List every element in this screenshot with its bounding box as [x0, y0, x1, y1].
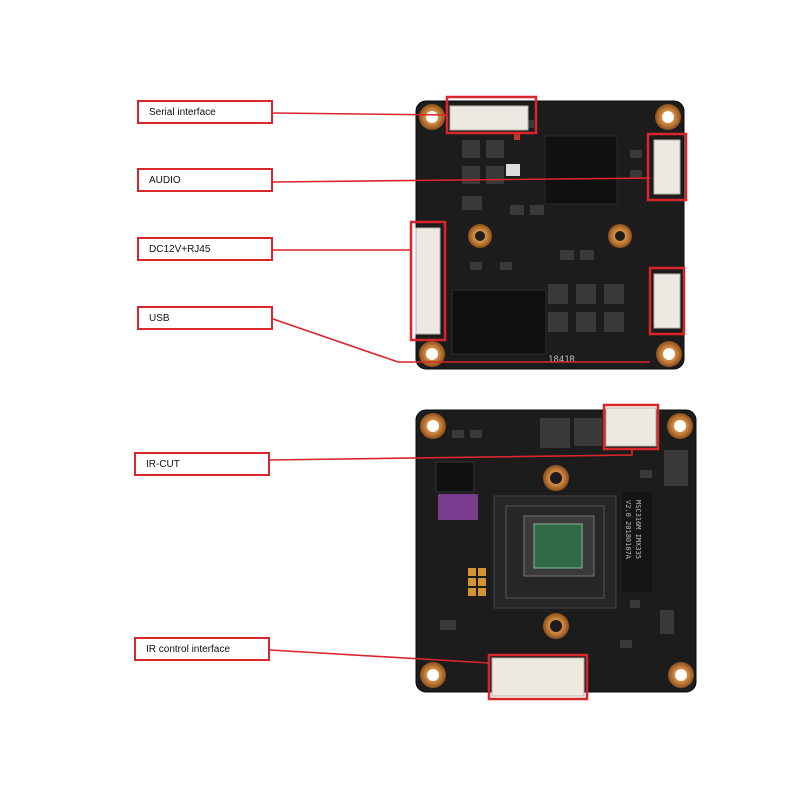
audio-label: AUDIO [137, 168, 273, 192]
ir-control-connector [491, 657, 585, 697]
audio-highlight-box [646, 132, 688, 202]
soc-chip [544, 135, 618, 205]
mounting-hole [419, 341, 445, 367]
ir-cut-connector [605, 407, 657, 447]
ir-control-leader-line [269, 649, 490, 664]
mounting-hole [655, 104, 681, 130]
dc12v-rj45-label-text: DC12V+RJ45 [149, 243, 211, 255]
board-model-silkscreen: MSC316M IMX335 [634, 500, 642, 559]
ir-control-highlight-box [487, 653, 589, 701]
board-version-silkscreen: V2.0 20180107A [624, 500, 632, 560]
ir-cut-leader-line [269, 449, 633, 461]
mounting-hole [656, 341, 682, 367]
gold-test-pads [468, 568, 486, 596]
dc-rj45-highlight-box [409, 220, 447, 342]
audio-connector [653, 139, 681, 195]
power-rj45-connector [415, 227, 441, 335]
ir-cut-label: IR-CUT [134, 452, 270, 476]
serial-interface-label: Serial interface [137, 100, 273, 124]
dc12v-rj45-label: DC12V+RJ45 [137, 237, 273, 261]
ir-cut-label-text: IR-CUT [146, 458, 180, 470]
top-board: 1841R [409, 95, 688, 370]
serial-connector [449, 105, 529, 131]
ir-control-interface-label: IR control interface [134, 637, 270, 661]
usb-label: USB [137, 306, 273, 330]
bottom-board: MSC316M IMX335 V2.0 20180107A [415, 403, 697, 701]
usb-label-text: USB [149, 312, 170, 324]
usb-connector [653, 273, 681, 329]
audio-label-text: AUDIO [149, 174, 181, 186]
ir-control-interface-label-text: IR control interface [146, 643, 230, 655]
mounting-hole [419, 104, 445, 130]
audio-leader-line [272, 177, 651, 183]
serial-interface-label-text: Serial interface [149, 106, 216, 118]
usb-highlight-box [648, 266, 686, 336]
ethernet-transformer [451, 289, 547, 355]
image-sensor-chip [533, 523, 583, 569]
ir-cut-highlight-box [602, 403, 660, 451]
purple-ic [438, 494, 478, 520]
serial-leader-line [272, 112, 448, 116]
usb-leader-line [272, 318, 650, 363]
board-code-silkscreen: 1841R [548, 355, 576, 365]
